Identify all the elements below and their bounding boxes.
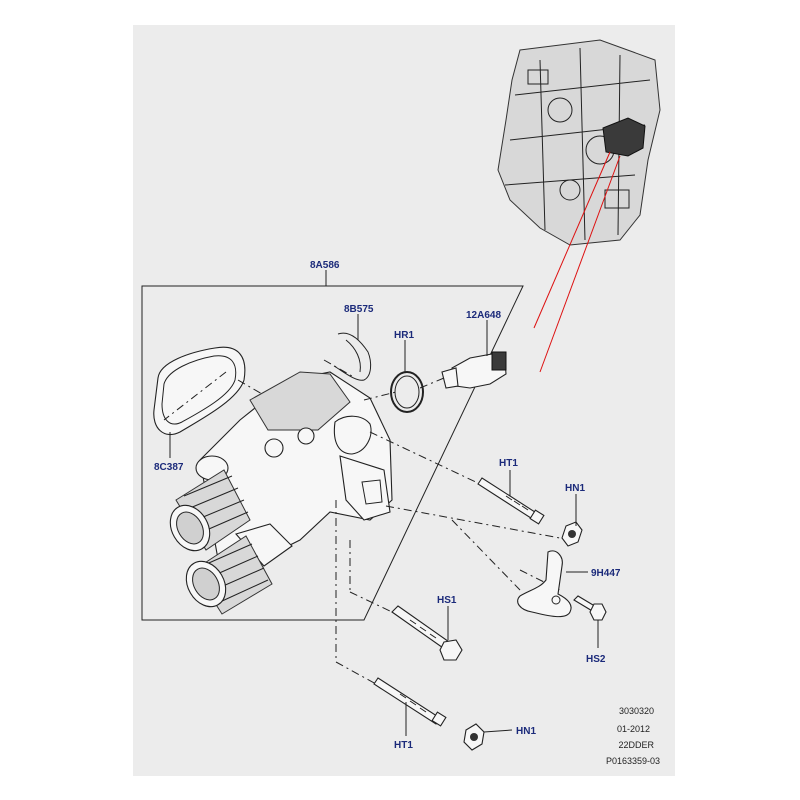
nut-hn1-lower: [463, 723, 485, 751]
bolt-ht1-lower: [373, 677, 447, 727]
clip-8b575: [333, 332, 372, 381]
o-ring-hr1: [390, 371, 424, 413]
label-12a648: 12A648: [466, 310, 501, 321]
gasket-8c387: [153, 346, 246, 436]
reference-number: P0163359-03: [606, 756, 660, 766]
label-hs2: HS2: [586, 654, 606, 665]
diagram-date: 01-2012: [617, 724, 650, 734]
label-hn1-upper: HN1: [565, 483, 585, 494]
engine-block-illustration: [497, 39, 661, 246]
label-hn1-lower: HN1: [516, 726, 536, 737]
bracket-9h447: [517, 550, 572, 618]
label-8a586: 8A586: [310, 260, 340, 271]
label-8b575: 8B575: [344, 304, 374, 315]
thermostat-housing: [169, 371, 393, 615]
stud-hs2: [573, 595, 607, 621]
bolt-ht1-upper: [477, 477, 545, 525]
engine-code: 22DDER: [618, 740, 654, 750]
label-8c387: 8C387: [154, 462, 184, 473]
diagram-code: 3030320: [619, 706, 654, 716]
label-leaders: [169, 270, 599, 736]
label-hs1: HS1: [437, 595, 457, 606]
nut-hn1-upper: [561, 521, 583, 547]
sensor-12a648: [441, 351, 507, 389]
label-ht1-upper: HT1: [499, 458, 518, 469]
label-9h447: 9H447: [591, 568, 621, 579]
label-hr1: HR1: [394, 330, 414, 341]
location-leader-lines: [533, 151, 621, 373]
stud-hs1: [391, 605, 463, 661]
label-ht1-lower: HT1: [394, 740, 413, 751]
